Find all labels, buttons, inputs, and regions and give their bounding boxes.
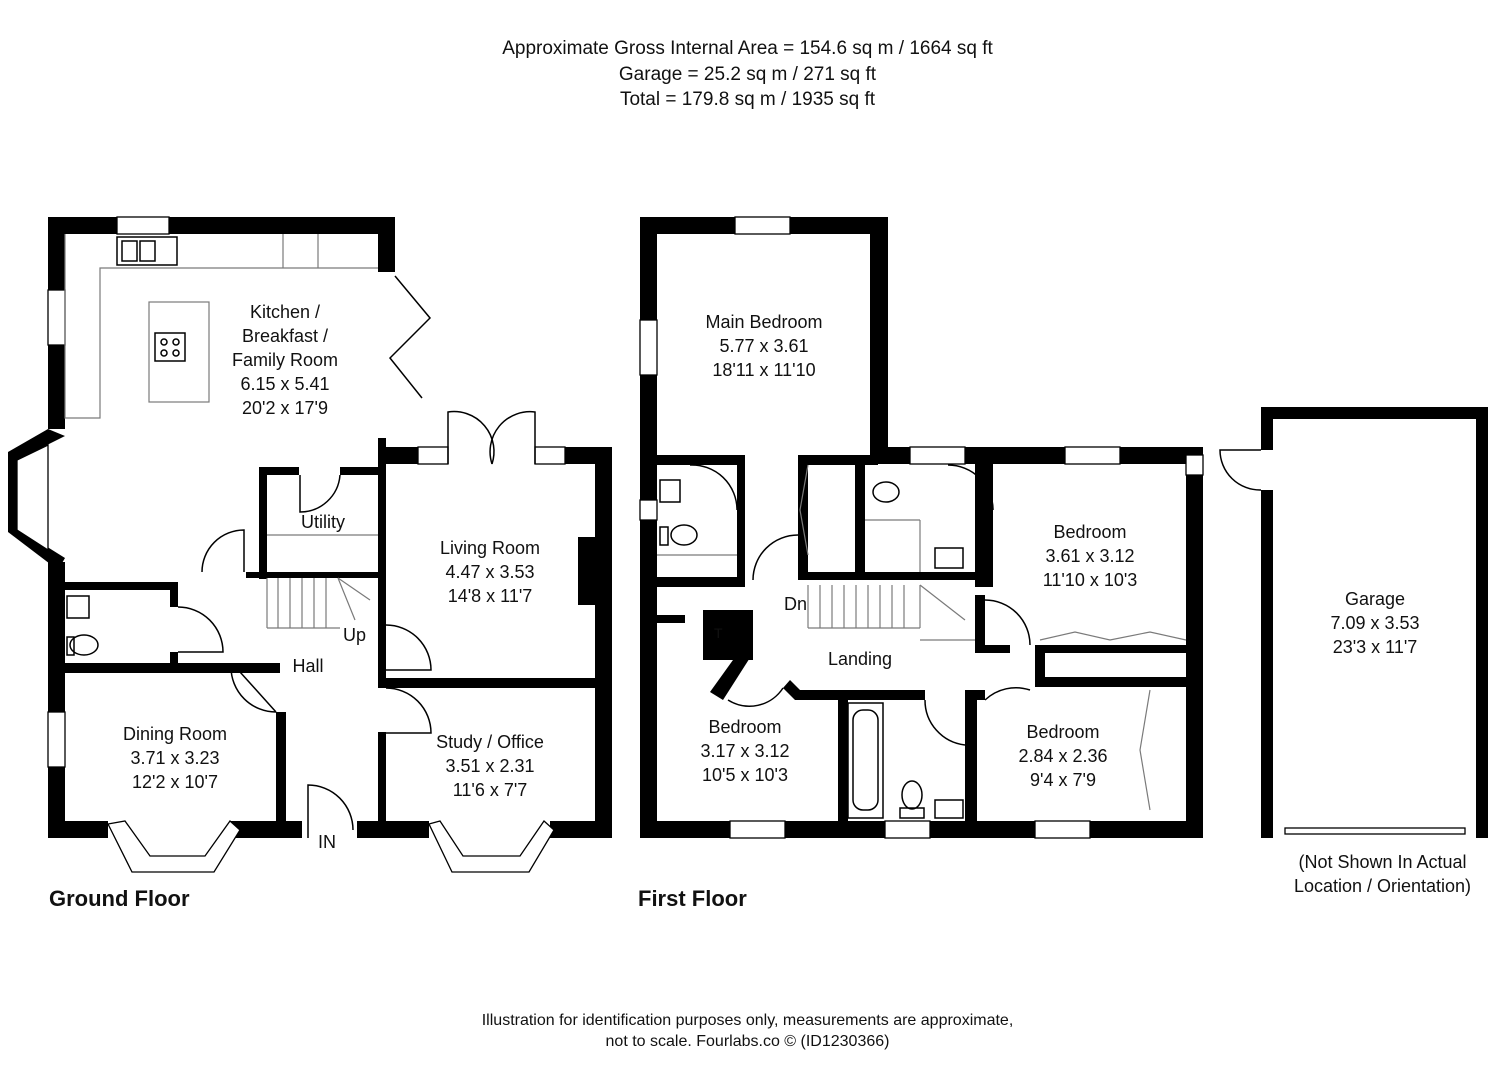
garage-walls [1219, 407, 1488, 838]
bedroom-2-imperial: 11'10 x 10'3 [1042, 570, 1138, 590]
garage-area-text: Garage = 25.2 sq m / 271 sq ft [618, 64, 877, 85]
ground-floor-fixtures [64, 234, 536, 838]
living-room-label: Living Room 4.47 x 3.53 14'8 x 11'7 [415, 536, 565, 608]
first-floor-windows [639, 216, 1204, 839]
entrance-label: IN [318, 832, 336, 852]
bedroom-3-label: Bedroom 3.17 x 3.12 10'5 x 10'3 [670, 715, 820, 787]
main-bedroom-name: Main Bedroom [705, 312, 823, 332]
kitchen-name-3: Family Room [231, 350, 338, 370]
first-floor-fixtures [657, 464, 1187, 819]
main-bedroom-label: Main Bedroom 5.77 x 3.61 18'11 x 11'10 [680, 310, 848, 382]
ground-floor-windows [16, 216, 566, 873]
stairs-up-label: Up [343, 625, 367, 645]
dining-room-metric: 3.71 x 3.23 [130, 748, 220, 768]
bedroom-3-name: Bedroom [708, 717, 782, 737]
kitchen-metric: 6.15 x 5.41 [240, 374, 330, 394]
study-imperial: 11'6 x 7'7 [452, 780, 528, 800]
study-metric: 3.51 x 2.31 [445, 756, 535, 776]
kitchen-name-1: Kitchen / [249, 302, 321, 322]
living-room-imperial: 14'8 x 11'7 [447, 586, 533, 606]
garage-note: (Not Shown In Actual Location / Orientat… [1275, 850, 1490, 898]
garage-name: Garage [1344, 589, 1406, 609]
bedroom-4-metric: 2.84 x 2.36 [1018, 746, 1108, 766]
bedroom-3-imperial: 10'5 x 10'3 [702, 765, 788, 785]
disclaimer-line-1: Illustration for identification purposes… [481, 1012, 1014, 1029]
ground-floor-title: Ground Floor [49, 886, 190, 911]
kitchen-imperial: 20'2 x 17'9 [242, 398, 328, 418]
garage-metric: 7.09 x 3.53 [1330, 613, 1420, 633]
kitchen-name-2: Breakfast / [241, 326, 329, 346]
bedroom-2-label: Bedroom 3.61 x 3.12 11'10 x 10'3 [1015, 520, 1165, 592]
bedroom-4-name: Bedroom [1026, 722, 1100, 742]
bedroom-4-label: Bedroom 2.84 x 2.36 9'4 x 7'9 [993, 720, 1133, 792]
living-room-name: Living Room [439, 538, 541, 558]
living-room-metric: 4.47 x 3.53 [445, 562, 535, 582]
garage-imperial: 23'3 x 11'7 [1332, 637, 1418, 657]
first-floor-title: First Floor [638, 886, 747, 911]
utility-label: Utility [301, 512, 345, 532]
bedroom-3-metric: 3.17 x 3.12 [700, 741, 790, 761]
dining-room-name: Dining Room [122, 724, 228, 744]
dining-room-label: Dining Room 3.71 x 3.23 12'2 x 10'7 [100, 722, 250, 794]
garage-note-line-2: Location / Orientation) [1293, 876, 1472, 896]
garage-note-line-1: (Not Shown In Actual [1298, 852, 1467, 872]
garage-label: Garage 7.09 x 3.53 23'3 x 11'7 [1300, 587, 1450, 659]
stairs-down-label: Dn [784, 594, 808, 614]
gross-area-text: Approximate Gross Internal Area = 154.6 … [502, 38, 993, 59]
total-area-text: Total = 179.8 sq m / 1935 sq ft [619, 89, 876, 110]
landing-label: Landing [827, 649, 893, 669]
main-bedroom-imperial: 18'11 x 11'10 [712, 360, 816, 380]
study-name: Study / Office [436, 732, 544, 752]
bedroom-4-imperial: 9'4 x 7'9 [1030, 770, 1096, 790]
hall-label: Hall [292, 656, 324, 676]
tank-label: T [714, 625, 723, 641]
kitchen-label: Kitchen / Breakfast / Family Room 6.15 x… [205, 300, 365, 420]
main-bedroom-metric: 5.77 x 3.61 [719, 336, 809, 356]
study-label: Study / Office 3.51 x 2.31 11'6 x 7'7 [415, 730, 565, 802]
disclaimer-line-2: not to scale. Fourlabs.co © (ID1230366) [605, 1033, 890, 1050]
ground-floor-walls [8, 217, 612, 838]
dining-room-imperial: 12'2 x 10'7 [132, 772, 218, 792]
bedroom-2-metric: 3.61 x 3.12 [1045, 546, 1135, 566]
bedroom-2-name: Bedroom [1053, 522, 1127, 542]
